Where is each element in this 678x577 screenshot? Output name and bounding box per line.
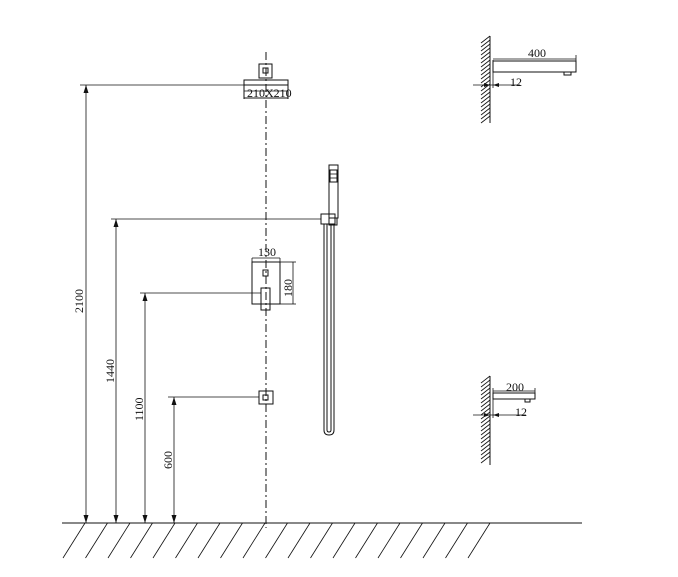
mixing-valve: 130 180 — [251, 245, 296, 311]
wall-outlet — [258, 390, 274, 405]
arm-long-offset-label: 12 — [510, 75, 522, 89]
arm-short-offset-label: 12 — [515, 405, 527, 419]
dimension-valve-height: 1100 — [132, 292, 261, 523]
wall-hatch-top — [480, 35, 491, 124]
head-height-label: 2100 — [72, 289, 86, 313]
wall-hatch-bottom — [480, 375, 491, 464]
dimension-outlet-height: 600 — [161, 396, 259, 523]
valve-height-dim-label: 1100 — [132, 397, 146, 421]
shower-head: 210X210 — [243, 63, 292, 100]
floor — [62, 522, 582, 559]
valve-height-label: 180 — [281, 279, 295, 297]
hand-shower-holder — [320, 164, 339, 436]
arm-long-length-label: 400 — [528, 46, 546, 60]
arm-long-detail: 400 12 — [473, 35, 577, 124]
dimension-head-height: 2100 — [72, 84, 244, 523]
head-size-label: 210X210 — [247, 86, 292, 100]
valve-width-label: 130 — [258, 245, 276, 259]
arm-short-detail: 200 12 — [473, 375, 536, 465]
dimension-holder-height: 1440 — [103, 218, 321, 523]
arm-short-length-label: 200 — [506, 380, 524, 394]
holder-height-label: 1440 — [103, 359, 117, 383]
outlet-height-label: 600 — [161, 451, 175, 469]
floor-hatch — [62, 522, 491, 559]
